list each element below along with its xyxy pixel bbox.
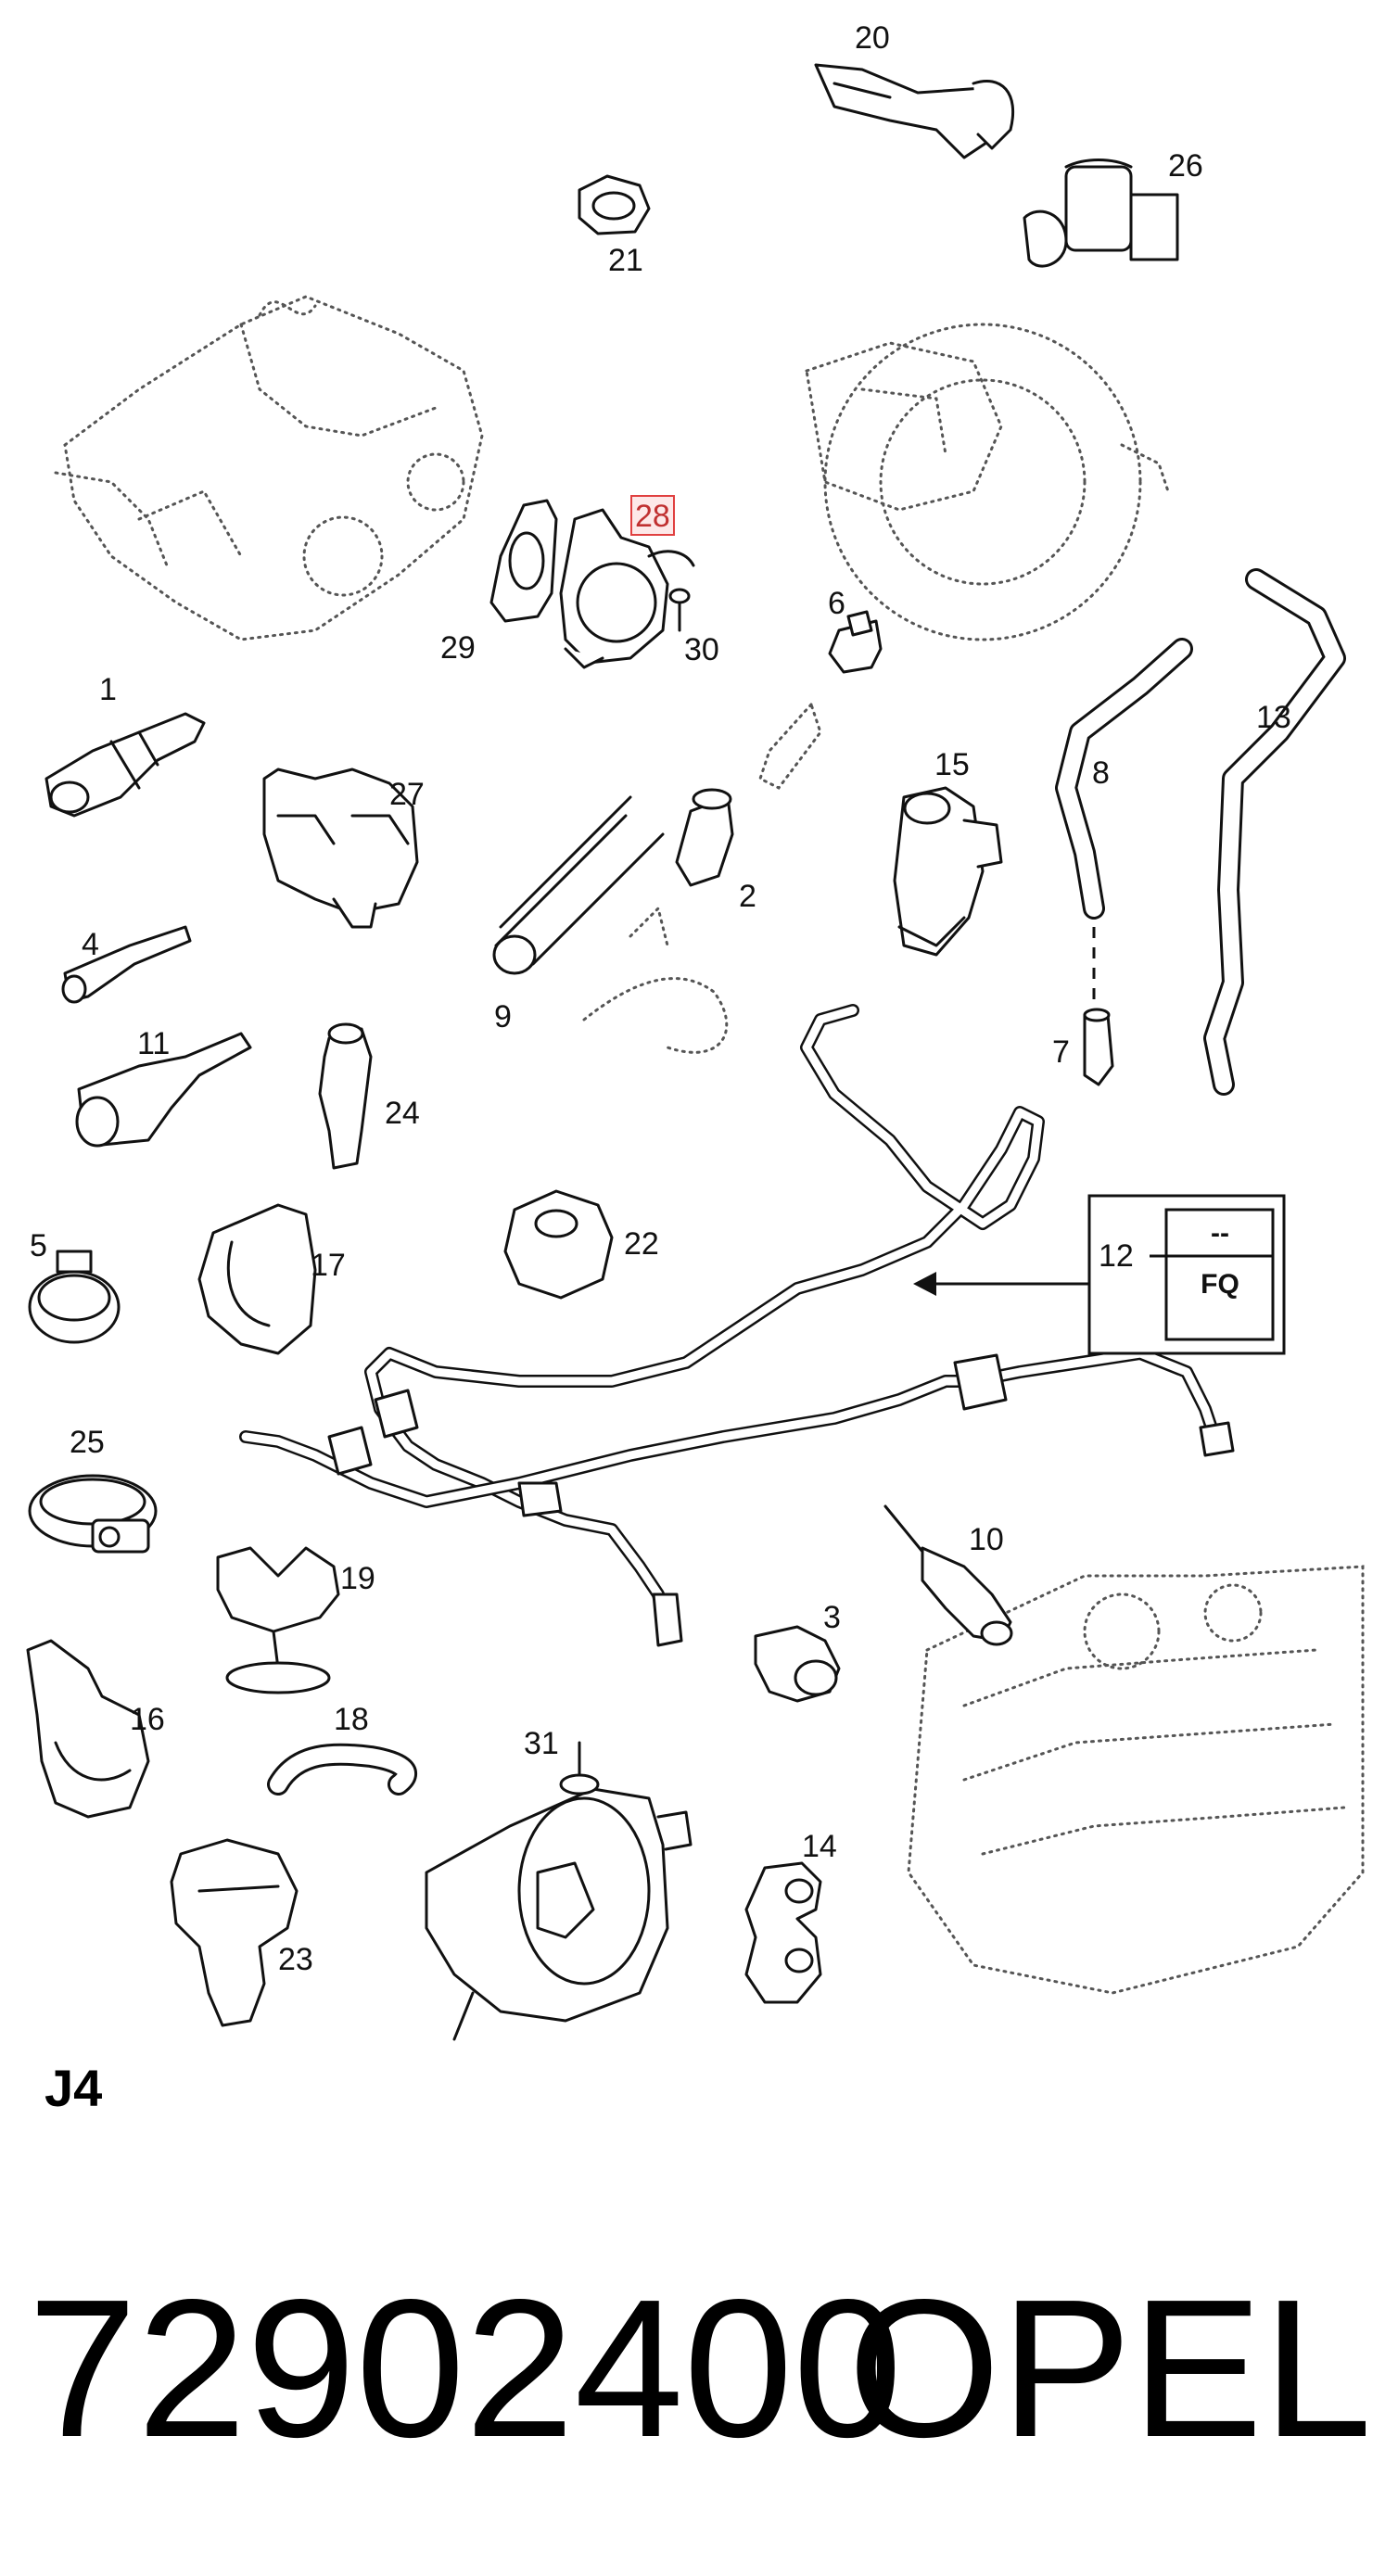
part-3-grommet [754, 1625, 841, 1703]
part-25-hose-clamp [28, 1474, 158, 1554]
part-21-nut [578, 174, 651, 235]
brake-booster-background [805, 323, 1170, 641]
section-code: J4 [44, 2059, 103, 2117]
part-8-hose [1055, 638, 1193, 1010]
callout-10: 10 [969, 1522, 1004, 1557]
part-12-pipe-assembly [239, 1004, 1235, 1647]
callout-5: 5 [30, 1228, 47, 1263]
callout-26: 26 [1168, 148, 1203, 184]
callout-31: 31 [524, 1726, 559, 1761]
callout-6: 6 [828, 586, 845, 621]
intake-manifold-background [54, 295, 484, 641]
part-1-connector [44, 712, 206, 818]
callout-1: 1 [99, 672, 117, 707]
part-5-hose-clamp [28, 1250, 121, 1344]
callout-23: 23 [278, 1942, 313, 1977]
part-13-hose [1203, 568, 1346, 1096]
part-7-fitting [1083, 1008, 1114, 1086]
part-27-double-clip [262, 768, 419, 929]
callout-2: 2 [739, 879, 756, 914]
callout-30: 30 [684, 632, 719, 667]
part-4-connector [61, 925, 192, 1004]
callout-15: 15 [934, 747, 970, 782]
part-19-double-clip [216, 1546, 340, 1694]
callout-3: 3 [823, 1600, 841, 1635]
callout-17: 17 [311, 1248, 346, 1283]
part-16-clip [26, 1639, 150, 1819]
part-26-clip [1023, 159, 1179, 268]
callout-20: 20 [855, 20, 890, 56]
callout-7: 7 [1052, 1034, 1070, 1070]
callout-18: 18 [334, 1702, 369, 1737]
callout-14: 14 [802, 1829, 837, 1864]
bracket-background [582, 906, 729, 1054]
part-18-elbow-hose [267, 1743, 417, 1796]
part-2-nipple [675, 788, 734, 887]
part-22-nut [503, 1189, 614, 1300]
callout-21: 21 [608, 243, 643, 278]
engine-block-background [907, 1565, 1365, 1995]
part-9-hose [492, 795, 665, 975]
part-6-check-valve [758, 610, 883, 790]
highlight-box-28 [630, 495, 675, 536]
callout-22: 22 [624, 1226, 659, 1262]
part-15-valve [893, 786, 1003, 957]
part-28-vacuum-unit [559, 508, 695, 669]
callout-13: 13 [1256, 700, 1291, 735]
part-20-bracket [814, 63, 1015, 159]
legend-bottom-text: FQ [1201, 1269, 1239, 1300]
callout-19: 19 [340, 1561, 375, 1596]
part-29-gasket [489, 499, 558, 623]
part-12-legend: -- FQ [913, 1194, 1286, 1355]
callout-28: 28 [635, 499, 670, 534]
footer: 72902400 OPEL [28, 2262, 1372, 2475]
brand-name: OPEL [847, 2258, 1372, 2478]
part-number: 72902400 [28, 2258, 903, 2478]
callout-25: 25 [70, 1425, 105, 1460]
exploded-parts-diagram: -- FQ [26, 20, 1365, 2041]
callout-29: 29 [440, 630, 476, 666]
callout-11: 11 [137, 1026, 170, 1061]
callout-16: 16 [130, 1702, 165, 1737]
part-31-vacuum-pump [425, 1741, 693, 2041]
callout-9: 9 [494, 999, 512, 1034]
part-23-clip [170, 1838, 299, 2027]
legend-top-text: -- [1211, 1218, 1229, 1249]
part-14-double-grommet [744, 1861, 822, 2004]
callout-labels: 20 26 21 28 29 30 6 1 13 15 8 27 2 4 9 7… [30, 20, 1291, 1977]
part-30-screw [668, 588, 691, 632]
callout-4: 4 [82, 927, 99, 962]
callout-8: 8 [1092, 755, 1110, 791]
callout-27: 27 [389, 777, 425, 812]
callout-12: 12 [1099, 1238, 1134, 1274]
part-10-fitting [883, 1504, 1013, 1646]
callout-24: 24 [385, 1096, 420, 1131]
part-11-connector [75, 1032, 252, 1148]
part-24-stepped-connector [318, 1022, 373, 1170]
part-17-spring-clip [197, 1203, 317, 1355]
